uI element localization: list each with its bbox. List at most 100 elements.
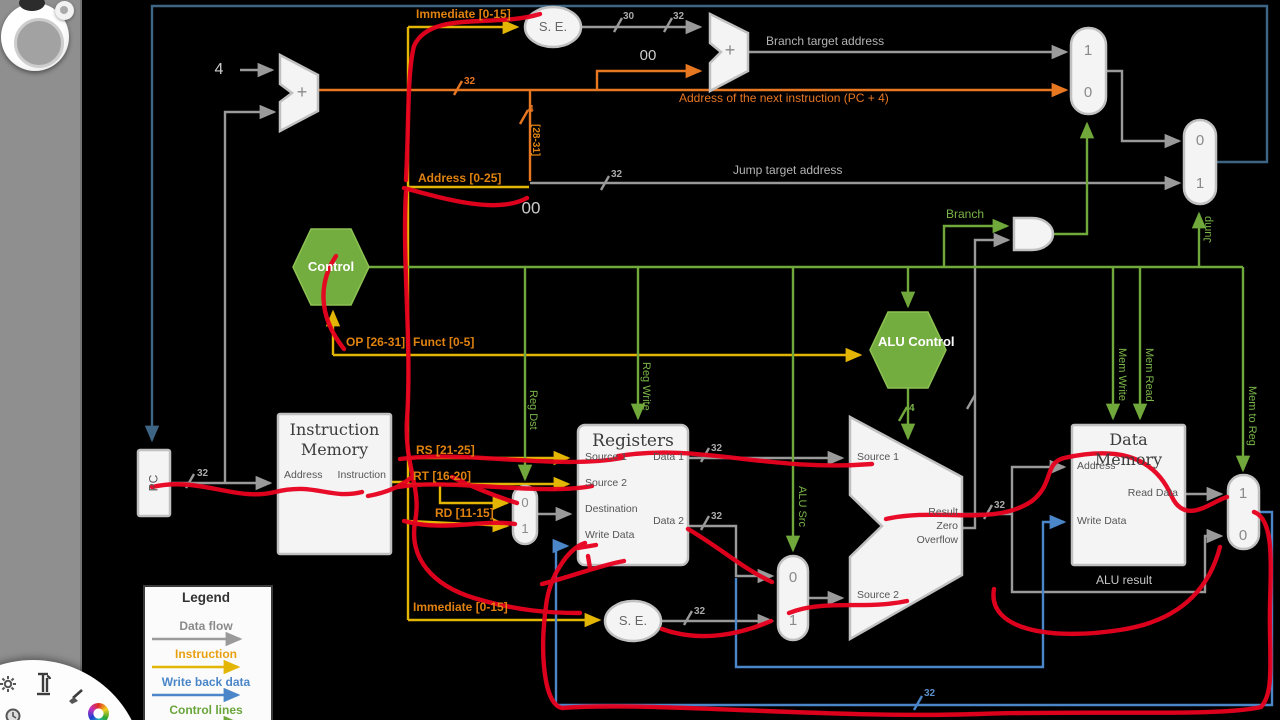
legend-item-writeback: Write back data [161, 675, 251, 689]
const-four: 4 [214, 61, 224, 79]
bus-width: 32 [694, 606, 706, 617]
bus-slash [912, 695, 924, 711]
mux-pc-src [1069, 26, 1108, 116]
wire-alu-result-to-mux [1010, 514, 1224, 594]
legend-title: Legend [181, 590, 230, 605]
write-back-wires [552, 510, 1274, 711]
bus-slash [662, 17, 674, 33]
rd-label: RD [11-15] [435, 506, 494, 520]
wire-zero-to-and [962, 232, 1011, 530]
annotation-stroke [402, 189, 583, 616]
bus-width: 32 [711, 511, 723, 522]
tool-icon[interactable] [34, 672, 52, 698]
dm-read-data-port: Read Data [1127, 487, 1178, 499]
annotation-tool-notch [19, 0, 45, 11]
annotation-stroke [991, 544, 1223, 637]
mux-pc-src-input-0: 0 [1083, 83, 1093, 101]
op-label: OP [26-31] [346, 335, 406, 349]
adder-plus-sign: + [296, 82, 308, 103]
alu [848, 414, 964, 642]
mux-mem-to-reg-input-1: 1 [1238, 484, 1248, 502]
wire-to-dmem-writedata [734, 514, 1067, 669]
annotation-tool-knob[interactable] [55, 1, 74, 20]
alu-control-unit [869, 311, 947, 389]
mux-mem-to-reg [1226, 473, 1261, 551]
annotation-stroke [615, 450, 875, 468]
alu-zero-port: Zero [936, 520, 958, 532]
brush-icon[interactable] [66, 688, 86, 708]
alu-src-label: ALU Src [796, 486, 809, 527]
legend-box [143, 585, 273, 720]
branch-adder [708, 11, 750, 94]
bus-width: 4 [528, 104, 534, 115]
annotation-stroke [685, 526, 775, 585]
annotation-stroke [365, 474, 415, 499]
branch-label: Branch [946, 207, 985, 221]
annotation-stroke [541, 509, 1273, 718]
bus-slash [612, 17, 624, 33]
annotation-tool-knob-dot [60, 6, 68, 14]
bus-slash [682, 610, 694, 626]
legend-item-instruction: Instruction [175, 647, 237, 661]
annotation-stroke [403, 11, 543, 183]
reg-data1-port: Data 1 [653, 451, 684, 463]
data-memory-block [1070, 423, 1187, 567]
bus-slash [518, 109, 530, 125]
annotation-stroke [659, 618, 774, 639]
reg-destination-port: Destination [585, 503, 638, 515]
annotation-stroke [401, 185, 530, 208]
instruction-memory-block [276, 412, 393, 556]
annotation-stroke [585, 553, 593, 571]
im-instruction-port: Instruction [337, 469, 386, 481]
address-field-label: Address [0-25] [418, 171, 502, 185]
bus-width: 30 [623, 11, 635, 22]
mux-mem-to-reg-input-0: 0 [1238, 526, 1248, 544]
bit-field-28-31-label: [28-31] [530, 124, 541, 157]
alu-source1-port: Source 1 [857, 451, 900, 463]
control-wires [369, 121, 1251, 553]
pc-label: PC [146, 474, 161, 492]
rt-label: RT [16-20] [413, 469, 472, 483]
immediate-top-label: Immediate [0-15] [416, 7, 511, 21]
reg-dst-label: Reg Dst [527, 390, 540, 430]
wire-mux1-to-mux2 [1106, 69, 1182, 149]
mux-reg-dst-input-1: 1 [521, 520, 529, 536]
legend-item-dataflow: Data flow [179, 619, 233, 633]
shift-zeros-jump: 00 [521, 198, 541, 218]
annotation-stroke [401, 518, 518, 528]
registers-title: Registers [592, 431, 674, 451]
gear-icon[interactable] [0, 676, 16, 692]
jump-label: Jump [1202, 216, 1214, 243]
clock-icon[interactable] [5, 708, 21, 720]
mux-reg-dst [511, 484, 539, 546]
annotation-tool-handle[interactable] [1, 0, 69, 71]
mux-pc-src-input-1: 1 [1083, 41, 1093, 59]
annotation-tool-dial[interactable] [14, 18, 64, 68]
data-memory-title: Data Memory [1094, 430, 1163, 469]
alu-control-label: ALU Control [878, 334, 955, 349]
wire-writeback-main [552, 510, 1274, 707]
annotation-stroke [395, 482, 595, 492]
bus-slash [897, 406, 909, 422]
sign-extend-top-label: S. E. [538, 18, 568, 34]
bus-slash [965, 394, 977, 410]
sign-extend-top [523, 5, 583, 49]
annotation-stroke [321, 253, 347, 352]
color-wheel-icon[interactable] [88, 703, 109, 720]
wire-and-to-mux [1053, 121, 1095, 236]
next-instruction-label: Address of the next instruction (PC + 4) [679, 91, 889, 105]
bus-slash [452, 80, 464, 96]
wire-pc-to-adder [223, 104, 277, 483]
pc-adder [278, 52, 320, 134]
branch-target-label: Branch target address [766, 34, 885, 48]
sign-extend-bottom-label: S. E. [618, 612, 648, 628]
bus-width: 32 [673, 11, 685, 22]
wire-data2-to-mux [688, 524, 775, 584]
mem-read-label: Mem Read [1143, 348, 1156, 402]
instruction-memory-title: Instruction Memory [289, 420, 380, 459]
pen-annotations [149, 11, 1273, 718]
wire-branch [942, 218, 1010, 267]
reg-data2-port: Data 2 [653, 515, 684, 527]
mem-to-reg-label: Mem to Reg [1246, 386, 1259, 446]
